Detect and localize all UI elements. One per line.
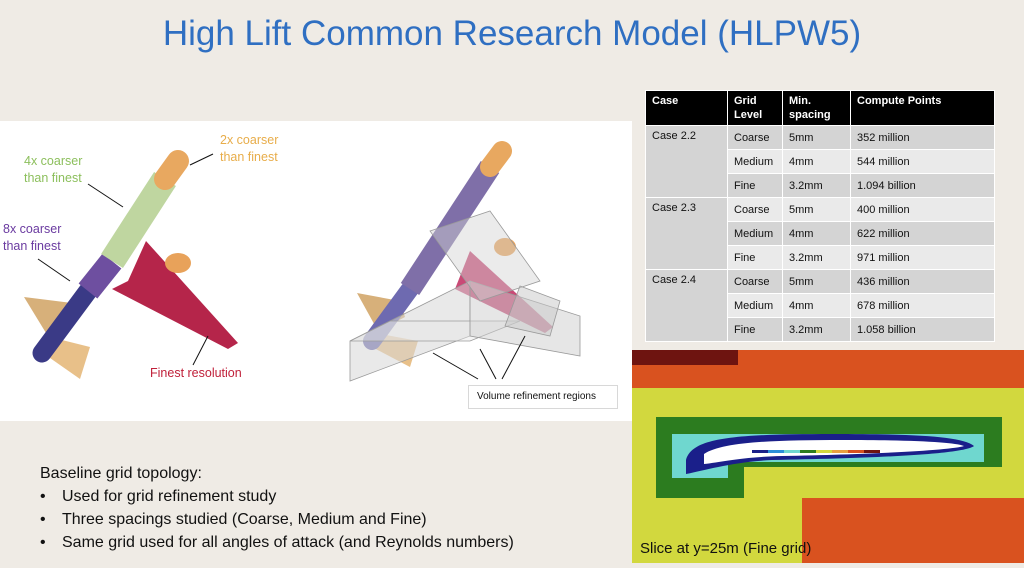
points-cell: 352 million	[850, 125, 995, 150]
grid-level-cell: Coarse	[727, 125, 783, 150]
right-fuselage-mid	[400, 160, 500, 296]
left-fuselage-aft	[78, 253, 122, 299]
points-cell: 1.094 billion	[850, 173, 995, 198]
annotation-finest: Finest resolution	[150, 366, 242, 380]
refinement-box-tip	[504, 285, 561, 337]
left-fuselage-tail	[32, 281, 98, 363]
refinement-box-wing	[429, 210, 541, 302]
table-row: Fine 3.2mm 971 million	[646, 245, 995, 270]
spacing-cell: 5mm	[782, 269, 851, 294]
right-fuselage-nose	[480, 141, 512, 177]
bullet-item: Three spacings studied (Coarse, Medium a…	[40, 508, 514, 531]
left-horizontal-tail	[24, 297, 78, 333]
grid-level-cell: Medium	[727, 293, 783, 318]
grid-level-cell: Coarse	[727, 269, 783, 294]
grid-level-cell: Fine	[727, 245, 783, 270]
spacing-cell: 5mm	[782, 197, 851, 222]
arrow-volume-3	[501, 335, 526, 380]
aircraft-left	[24, 150, 238, 379]
spacing-cell: 4mm	[782, 149, 851, 174]
bullet-list: Used for grid refinement study Three spa…	[40, 485, 514, 554]
points-cell: 678 million	[850, 293, 995, 318]
annotation-2x-coarser: 2x coarser than finest	[220, 133, 279, 164]
points-cell: 544 million	[850, 149, 995, 174]
header-case: Case	[645, 90, 728, 126]
arrow-volume-1	[432, 352, 479, 380]
arrow-volume-2	[479, 348, 497, 380]
aircraft-illustration	[24, 141, 581, 382]
points-cell: 971 million	[850, 245, 995, 270]
spacing-cell: 5mm	[782, 125, 851, 150]
case-cell: Case 2.3	[645, 197, 728, 270]
spacing-cell: 4mm	[782, 293, 851, 318]
spacing-cell: 3.2mm	[782, 317, 851, 342]
right-nacelle	[494, 238, 516, 256]
case-cell: Case 2.4	[645, 269, 728, 342]
header-min-spacing: Min. spacing	[782, 90, 851, 126]
spacing-cell: 3.2mm	[782, 173, 851, 198]
left-fuselage-mid	[101, 171, 176, 269]
topology-bullets: Baseline grid topology: Used for grid re…	[40, 462, 514, 554]
slide-title: High Lift Common Research Model (HLPW5)	[162, 14, 862, 53]
points-cell: 436 million	[850, 269, 995, 294]
points-cell: 400 million	[850, 197, 995, 222]
volume-refinement-label: Volume refinement regions	[468, 385, 618, 409]
slice-visualization	[632, 350, 1024, 563]
table-row: Medium 4mm 622 million	[646, 221, 995, 246]
table-row: Case 2.4 Coarse 5mm 436 million	[645, 269, 995, 342]
table-row: Medium 4mm 678 million	[646, 293, 995, 318]
annotation-4x-coarser: 4x coarser than finest	[24, 154, 83, 185]
grid-level-cell: Coarse	[727, 197, 783, 222]
slice-caption: Slice at y=25m (Fine grid)	[640, 540, 812, 557]
spacing-cell: 3.2mm	[782, 245, 851, 270]
slice-dark-band	[632, 350, 738, 365]
left-fuselage-nose	[154, 150, 189, 190]
slice-inset-scale	[752, 450, 880, 453]
grid-spacing-table: Case Grid Level Min. spacing Compute Poi…	[645, 90, 995, 342]
case-cell: Case 2.2	[645, 125, 728, 198]
bullet-item: Used for grid refinement study	[40, 485, 514, 508]
arrow-2x	[189, 153, 214, 166]
grid-level-cell: Medium	[727, 149, 783, 174]
table-row: Case 2.2 Coarse 5mm 352 million	[645, 125, 995, 198]
annotation-8x-coarser: 8x coarser than finest	[3, 222, 62, 253]
arrow-8x	[37, 258, 71, 282]
left-main-wing	[112, 241, 238, 349]
arrow-4x	[87, 183, 124, 208]
left-nacelle	[165, 253, 191, 273]
table-row: Fine 3.2mm 1.058 billion	[646, 317, 995, 342]
table-row: Medium 4mm 544 million	[646, 149, 995, 174]
points-cell: 1.058 billion	[850, 317, 995, 342]
grid-slice-image	[632, 350, 1024, 563]
table-header-row: Case Grid Level Min. spacing Compute Poi…	[645, 90, 995, 126]
bullet-item: Same grid used for all angles of attack …	[40, 531, 514, 554]
grid-level-cell: Fine	[727, 317, 783, 342]
aircraft-figure: 4x coarser than finest 2x coarser than f…	[0, 121, 632, 421]
spacing-cell: 4mm	[782, 221, 851, 246]
grid-level-cell: Medium	[727, 221, 783, 246]
table-row: Case 2.3 Coarse 5mm 400 million	[645, 197, 995, 270]
aircraft-right	[349, 141, 581, 382]
arrow-finest	[192, 335, 209, 366]
header-grid-level: Grid Level	[727, 90, 783, 126]
grid-level-cell: Fine	[727, 173, 783, 198]
header-compute-points: Compute Points	[850, 90, 995, 126]
points-cell: 622 million	[850, 221, 995, 246]
table-row: Fine 3.2mm 1.094 billion	[646, 173, 995, 198]
bullets-heading: Baseline grid topology:	[40, 465, 202, 482]
